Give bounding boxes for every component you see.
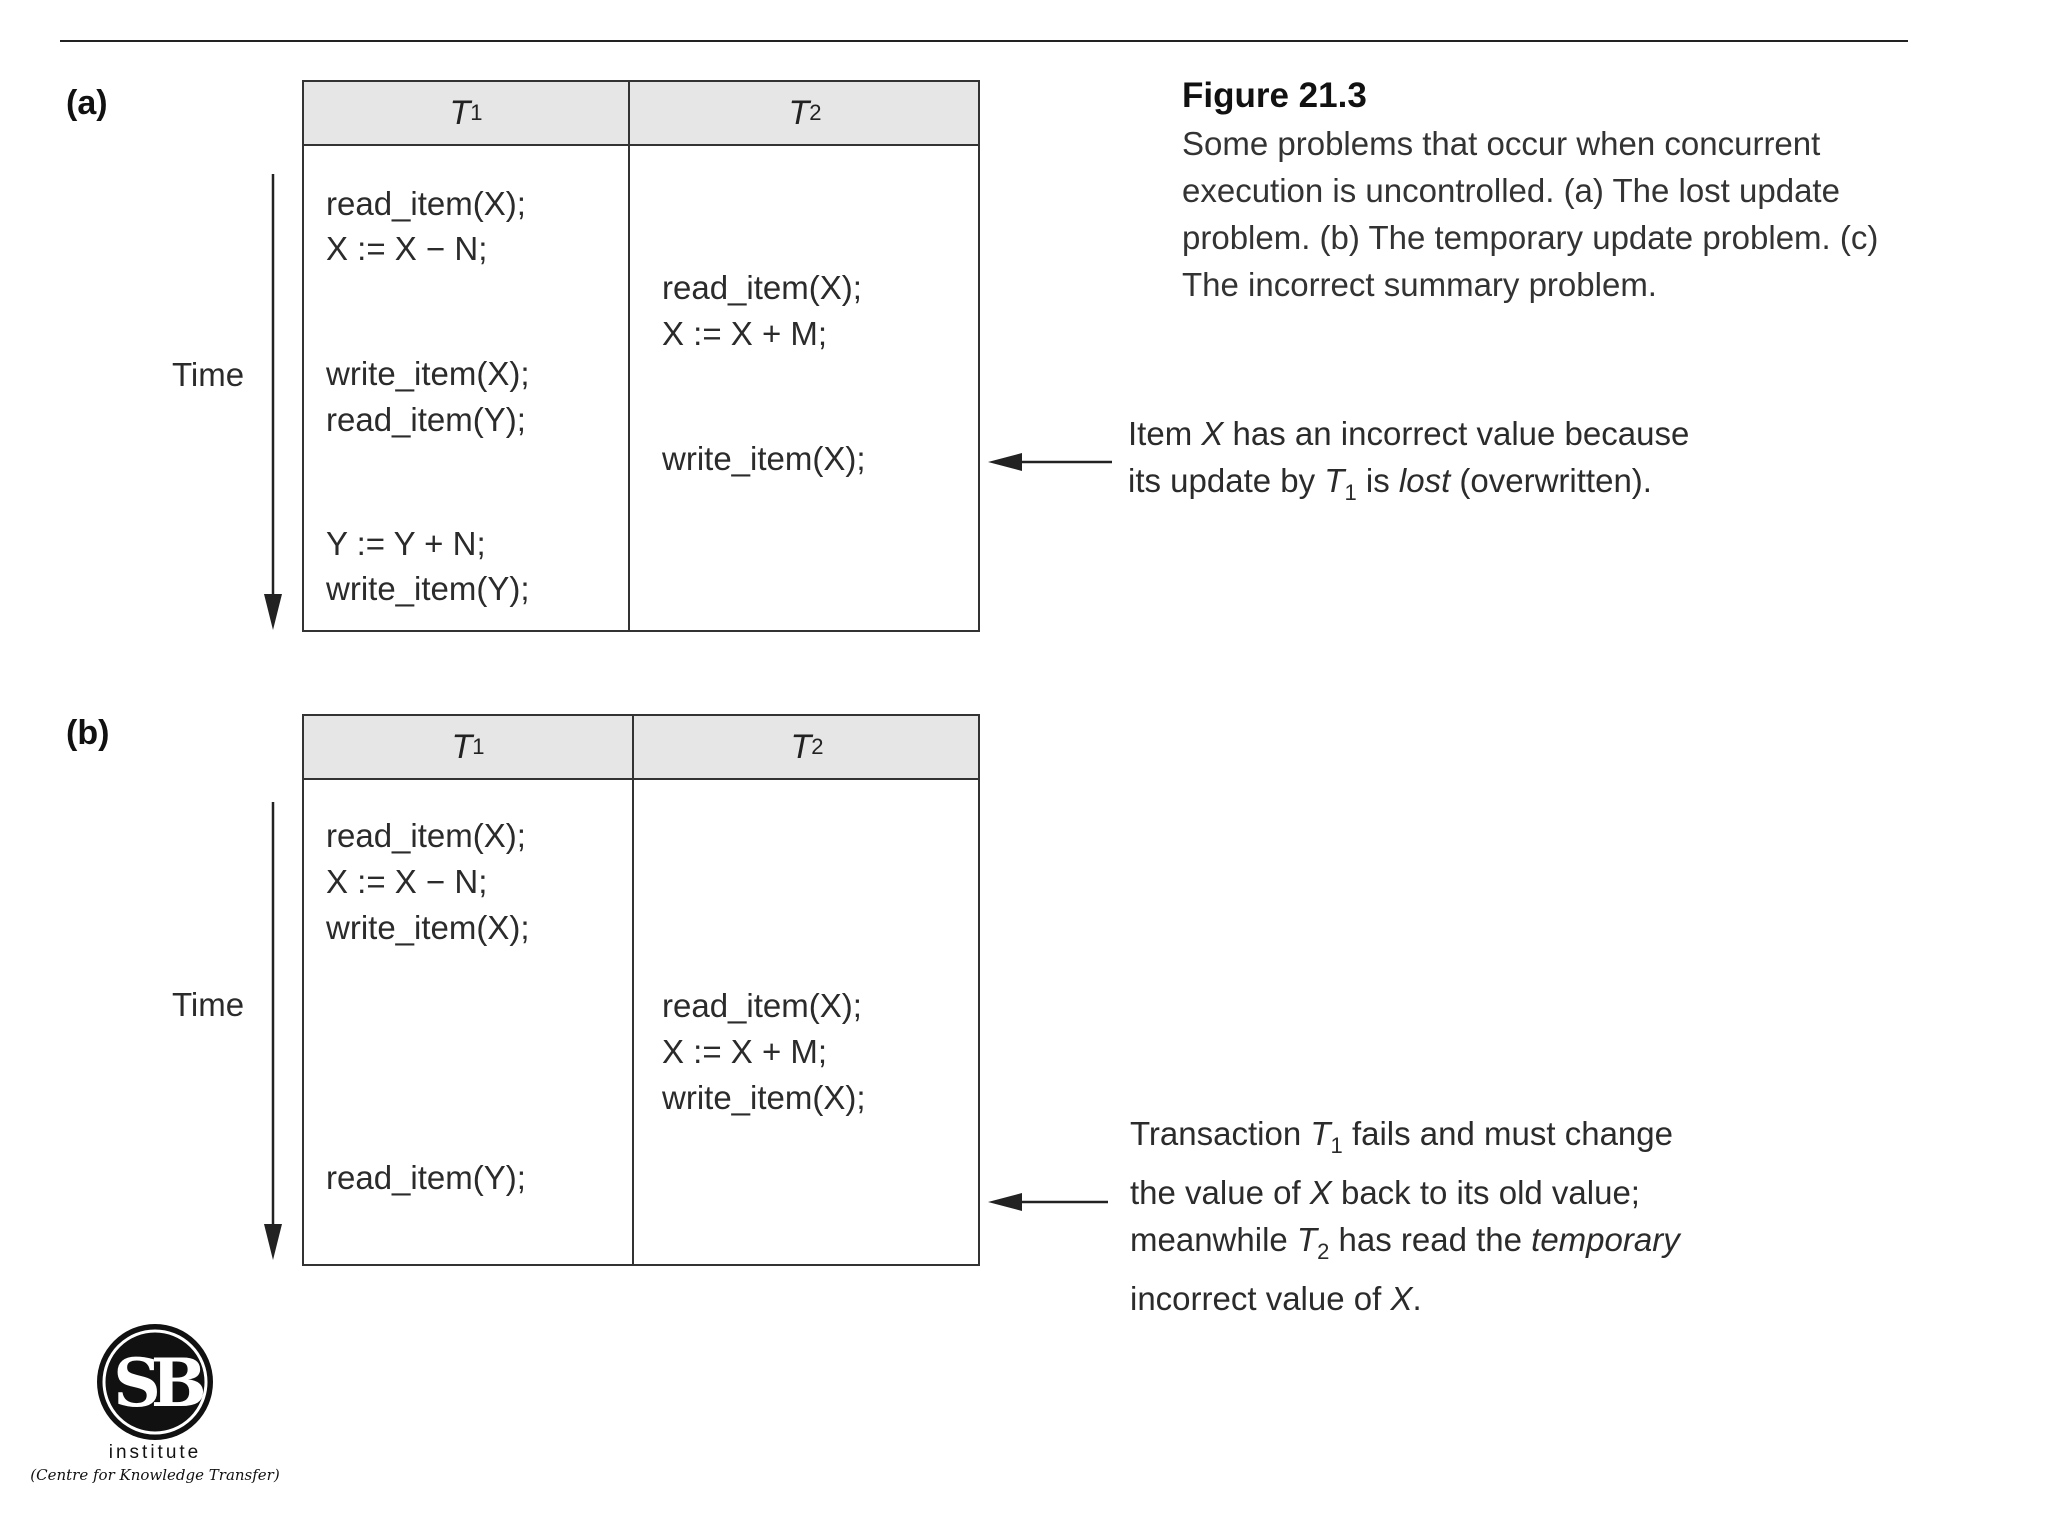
panel-a-t1-op: X := X − N; xyxy=(326,230,488,267)
figure-title: Figure 21.3 xyxy=(1182,76,1367,115)
panel-a-annotation: Item X has an incorrect value because it… xyxy=(1128,415,1690,505)
panel-a-t2-op: read_item(X); xyxy=(662,269,862,306)
panel-b-t1-op: write_item(X); xyxy=(326,909,530,946)
logo-tagline: (Centre for Knowledge Transfer) xyxy=(30,1466,280,1484)
panel-b-t1-op: X := X − N; xyxy=(326,863,488,900)
top-rule xyxy=(60,40,1908,42)
panel-a-label: (a) xyxy=(66,84,108,122)
panel-a-t1-op: write_item(Y); xyxy=(326,570,530,607)
sb-monogram-icon: SB xyxy=(97,1324,214,1440)
panel-b-t1-op: read_item(Y); xyxy=(326,1159,526,1196)
panel-b-annotation: Transaction T1 fails and must change the… xyxy=(1130,1115,1680,1317)
panel-b-t2-op: write_item(X); xyxy=(662,1079,866,1116)
panel-b-t1-op: read_item(X); xyxy=(326,817,526,854)
panel-a-t1-op: read_item(X); xyxy=(326,185,526,222)
panel-a-time-label: Time xyxy=(172,356,245,393)
panel-a-t1-op: Y := Y + N; xyxy=(326,525,486,562)
figure-caption: Some problems that occur when concurrent… xyxy=(1182,125,1879,303)
logo-institute-text: institute xyxy=(108,1442,202,1463)
panel-b-label: (b) xyxy=(66,714,110,752)
panel-b-t2-op: read_item(X); xyxy=(662,987,862,1024)
panel-a-t1-op: write_item(X); xyxy=(326,355,530,392)
panel-b-column-divider xyxy=(632,716,634,1264)
panel-a-pointer-arrow xyxy=(988,453,1112,471)
panel-a-column-divider xyxy=(628,82,630,630)
panel-b-pointer-arrow xyxy=(988,1193,1108,1211)
panel-a-t2-op: X := X + M; xyxy=(662,315,828,352)
panel-a-t2-op: write_item(X); xyxy=(662,440,866,477)
panel-a-time-arrow xyxy=(264,174,282,630)
panel-b-time-arrow xyxy=(264,802,282,1260)
panel-a-table-header xyxy=(304,82,978,146)
institute-logo: SB institute (Centre for Knowledge Trans… xyxy=(30,1322,280,1484)
panel-a-t1-op: read_item(Y); xyxy=(326,401,526,438)
svg-text:SB: SB xyxy=(113,1344,204,1422)
panel-b-table-header xyxy=(304,716,978,780)
panel-b-t2-op: X := X + M; xyxy=(662,1033,828,1070)
panel-b-time-label: Time xyxy=(172,986,245,1023)
